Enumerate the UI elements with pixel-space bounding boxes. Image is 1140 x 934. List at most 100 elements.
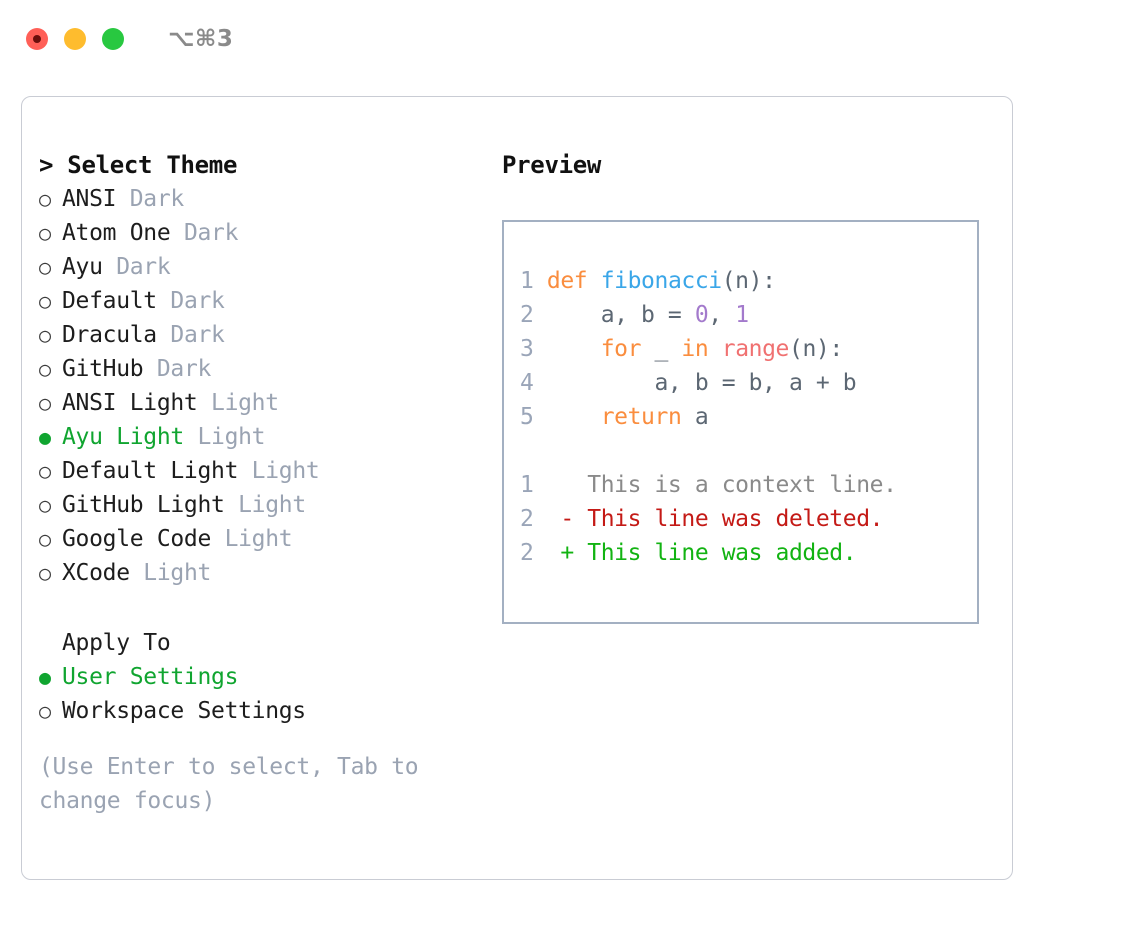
theme-option-label: Default [62,288,157,314]
radio-selected-icon: ● [39,665,51,689]
theme-option-label: XCode [62,560,130,586]
gutter-space [533,336,546,362]
theme-option-ayu-light[interactable]: ● Ayu Light Light [39,420,479,454]
diff-marker: + [533,540,588,566]
code-token: return [600,404,682,430]
theme-option-default[interactable]: ○Default Dark [39,284,479,318]
code-token: in [681,336,709,362]
radio-unselected-icon: ○ [39,391,51,415]
apply-to-header: Apply To [62,630,171,656]
theme-variant-badge: Dark [156,322,225,348]
code-token: _ [641,336,682,362]
apply-to-option-user-settings[interactable]: ● User Settings [39,660,479,694]
line-number: 1 [520,472,534,498]
diff-line-del: 2 - This line was deleted. [520,502,897,536]
radio-unselected-icon: ○ [39,187,51,211]
theme-option-label: Google Code [62,526,212,552]
diff-marker [533,472,587,498]
code-token: for [600,336,642,362]
radio-selected-icon: ● [39,425,51,449]
theme-variant-badge: Light [129,560,212,586]
theme-option-github-light[interactable]: ○GitHub Light Light [39,488,479,522]
code-token: fibonacci [600,268,722,294]
theme-variant-badge: Light [197,390,279,416]
radio-unselected-icon: ○ [39,561,51,585]
theme-selector-column: > Select Theme ○ANSI Dark○Atom One Dark○… [39,148,479,818]
theme-variant-badge: Dark [143,356,212,382]
radio-unselected-icon: ○ [39,357,51,381]
code-line: 4 a, b = b, a + b [520,366,897,400]
apply-to-option-label: User Settings [62,664,239,690]
diff-text: This line was added. [587,540,857,566]
diff-marker: - [533,506,588,532]
line-number: 2 [520,506,534,532]
theme-variant-badge: Light [211,526,293,552]
theme-option-label: Ayu Light [62,424,184,450]
theme-variant-badge: Dark [170,220,239,246]
line-number: 2 [520,540,534,566]
theme-option-label: GitHub Light [62,492,225,518]
theme-variant-badge: Dark [116,186,185,212]
theme-option-label: ANSI [62,186,117,212]
gutter-space [533,404,546,430]
theme-variant-badge: Light [183,424,266,450]
code-token: a, b = b, a + b [546,370,857,396]
apply-to-list: ● User Settings ○Workspace Settings [39,660,479,728]
theme-variant-badge: Light [238,458,320,484]
code-token: a [681,404,709,430]
theme-option-google-code[interactable]: ○ Google Code Light [39,522,479,556]
theme-list: ○ANSI Dark○Atom One Dark○Ayu Dark○Defaul… [39,182,479,590]
theme-option-label: Default Light [62,458,239,484]
diff-line-add: 2 + This line was added. [520,536,897,570]
radio-unselected-icon: ○ [39,527,51,551]
theme-option-label: GitHub [62,356,144,382]
code-token: a, b = [546,302,695,328]
keyboard-shortcut-label: ⌥⌘3 [168,26,234,52]
code-blank-line [520,434,897,468]
radio-unselected-icon: ○ [39,289,51,313]
code-line: 1 def fibonacci(n): [520,264,897,298]
close-button[interactable] [26,28,48,50]
spacer [39,590,479,626]
theme-option-ansi[interactable]: ○ ANSI Dark [39,182,479,216]
theme-option-dracula[interactable]: ○ Dracula Dark [39,318,479,352]
radio-unselected-icon: ○ [39,323,51,347]
minimize-button[interactable] [64,28,86,50]
gutter-space [533,302,546,328]
diff-line-ctx: 1 This is a context line. [520,468,897,502]
code-line: 3 for _ in range(n): [520,332,897,366]
code-token [587,268,600,294]
theme-option-label: Ayu [62,254,103,280]
diff-text: This is a context line. [587,472,897,498]
select-theme-header: > Select Theme [39,151,238,179]
code-token [547,336,601,362]
theme-option-label: Dracula [62,322,157,348]
title-bar: ⌥⌘3 [0,0,1140,78]
code-token: 0 [694,302,709,328]
line-number: 1 [520,268,534,294]
zoom-button[interactable] [102,28,124,50]
keyboard-hint-text: (Use Enter to select, Tab to change focu… [39,754,419,814]
code-line: 2 a, b = 0, 1 [520,298,897,332]
main-panel: > Select Theme ○ANSI Dark○Atom One Dark○… [21,96,1013,880]
radio-unselected-icon: ○ [39,255,51,279]
code-token [708,336,721,362]
code-token: (n): [789,336,843,362]
radio-unselected-icon: ○ [39,459,51,483]
apply-to-option-workspace-settings[interactable]: ○Workspace Settings [39,694,479,728]
code-token: range [721,336,790,362]
theme-option-atom-one[interactable]: ○Atom One Dark [39,216,479,250]
code-token: , [708,302,736,328]
theme-option-xcode[interactable]: ○ XCode Light [39,556,479,590]
line-number: 4 [520,370,534,396]
radio-unselected-icon: ○ [39,221,51,245]
traffic-lights [26,28,124,50]
theme-option-ayu[interactable]: ○Ayu Dark [39,250,479,284]
theme-option-github[interactable]: ○ GitHub Dark [39,352,479,386]
code-token: 1 [735,302,749,328]
theme-option-ansi-light[interactable]: ○ANSI Light Light [39,386,479,420]
theme-option-default-light[interactable]: ○ Default Light Light [39,454,479,488]
